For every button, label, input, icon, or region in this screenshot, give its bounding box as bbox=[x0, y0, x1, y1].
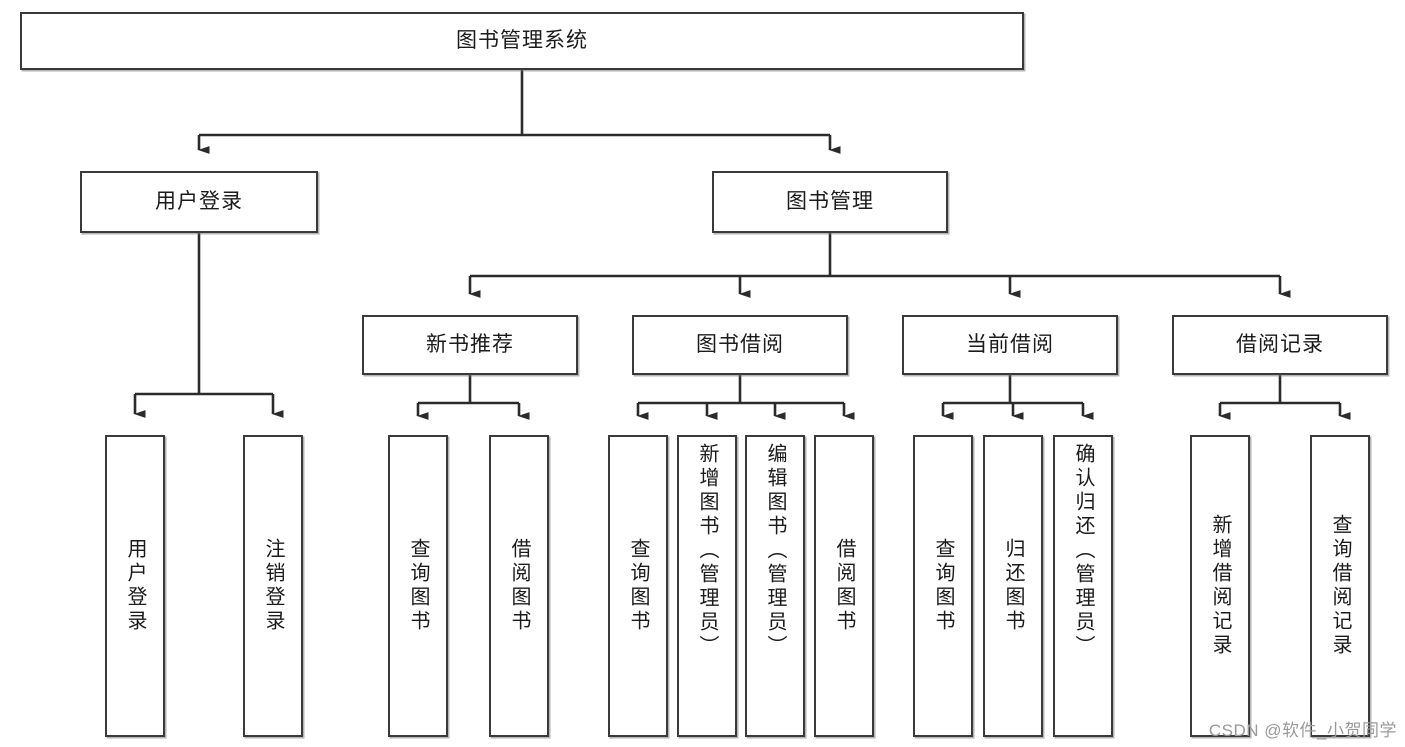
leaf-query-book-new[interactable]: 查询图书 bbox=[388, 435, 448, 737]
leaf-label: 查询图书 bbox=[407, 538, 429, 634]
node-label: 图书借阅 bbox=[696, 333, 784, 357]
node-label: 用户登录 bbox=[155, 190, 243, 214]
leaf-label: 新增图书（管理员） bbox=[696, 443, 718, 659]
leaf-label: 归还图书 bbox=[1002, 538, 1024, 634]
node-label: 图书管理系统 bbox=[456, 29, 588, 53]
leaf-logout[interactable]: 注销登录 bbox=[243, 435, 303, 737]
leaf-label: 编辑图书（管理员） bbox=[764, 443, 786, 659]
node-label: 借阅记录 bbox=[1236, 333, 1324, 357]
leaf-label: 确认归还（管理员） bbox=[1072, 443, 1094, 659]
leaf-query-book-borrow[interactable]: 查询图书 bbox=[608, 435, 668, 737]
leaf-label: 新增借阅记录 bbox=[1209, 514, 1231, 658]
leaf-label: 查询图书 bbox=[932, 538, 954, 634]
node-current-borrow[interactable]: 当前借阅 bbox=[902, 315, 1118, 375]
node-borrow-records[interactable]: 借阅记录 bbox=[1172, 315, 1388, 375]
connector-newbook-to-leaves bbox=[416, 375, 530, 420]
leaf-query-borrow-record[interactable]: 查询借阅记录 bbox=[1310, 435, 1370, 737]
leaf-borrow-book[interactable]: 借阅图书 bbox=[814, 435, 874, 737]
leaf-add-borrow-record[interactable]: 新增借阅记录 bbox=[1190, 435, 1250, 737]
connector-userlogin-to-leaves bbox=[133, 233, 284, 418]
leaf-add-book-admin[interactable]: 新增图书（管理员） bbox=[677, 435, 737, 737]
leaf-label: 用户登录 bbox=[124, 538, 146, 634]
leaf-label: 查询图书 bbox=[627, 538, 649, 634]
leaf-borrow-book-new[interactable]: 借阅图书 bbox=[489, 435, 549, 737]
node-book-management[interactable]: 图书管理 bbox=[712, 171, 948, 233]
leaf-label: 借阅图书 bbox=[508, 538, 530, 634]
node-label: 新书推荐 bbox=[426, 333, 514, 357]
node-user-login[interactable]: 用户登录 bbox=[80, 171, 318, 233]
leaf-label: 注销登录 bbox=[262, 538, 284, 634]
node-new-book-recommend[interactable]: 新书推荐 bbox=[362, 315, 578, 375]
connector-bookmgmt-to-level3 bbox=[468, 233, 1291, 298]
leaf-user-login[interactable]: 用户登录 bbox=[105, 435, 165, 737]
leaf-label: 借阅图书 bbox=[833, 538, 855, 634]
leaf-label: 查询借阅记录 bbox=[1329, 514, 1351, 658]
node-root-system[interactable]: 图书管理系统 bbox=[20, 12, 1024, 70]
node-label: 当前借阅 bbox=[966, 333, 1054, 357]
connector-borrowrecords-to-leaves bbox=[1218, 375, 1351, 420]
leaf-edit-book-admin[interactable]: 编辑图书（管理员） bbox=[745, 435, 805, 737]
leaf-return-book[interactable]: 归还图书 bbox=[983, 435, 1043, 737]
node-label: 图书管理 bbox=[786, 190, 874, 214]
connector-bookborrow-to-leaves bbox=[636, 375, 855, 420]
leaf-query-book-current[interactable]: 查询图书 bbox=[913, 435, 973, 737]
connector-currentborrow-to-leaves bbox=[941, 375, 1094, 420]
node-book-borrow[interactable]: 图书借阅 bbox=[632, 315, 848, 375]
connector-root-to-level2 bbox=[197, 70, 841, 154]
csdn-watermark: CSDN @软件_小贺同学 bbox=[1208, 721, 1397, 740]
leaf-confirm-return-admin[interactable]: 确认归还（管理员） bbox=[1053, 435, 1113, 737]
